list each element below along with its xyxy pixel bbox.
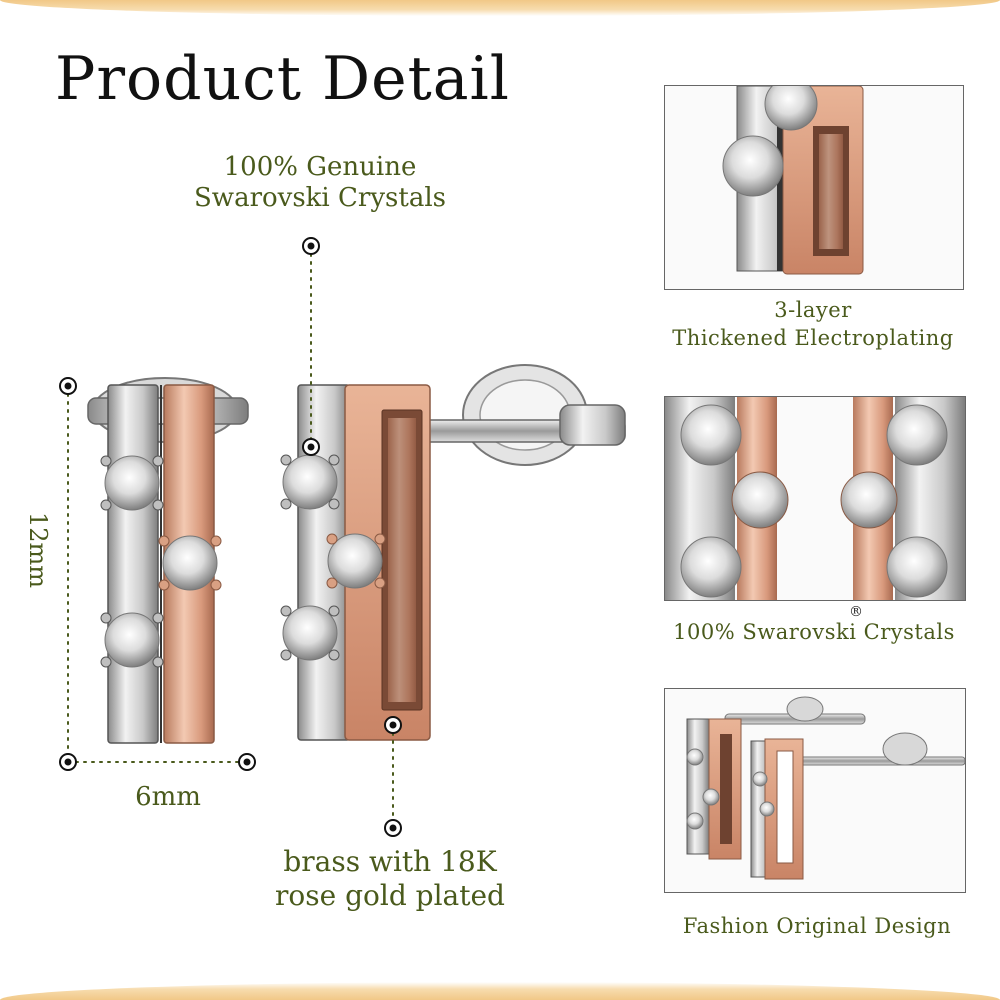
material-callout-line-2: rose gold plated [275,878,505,912]
design-closeup-panel [664,688,966,893]
electroplating-caption: 3-layer Thickened Electroplating [664,296,962,353]
design-closeup-image [686,696,965,880]
electroplating-caption-line-1: 3-layer [774,298,852,322]
design-caption: Fashion Original Design [664,912,970,940]
side-view-earring [280,364,626,741]
crystals-closeup-image [665,397,965,600]
electroplating-closeup-image [722,86,864,275]
material-callout-line-1: brass with 18K [283,845,497,878]
bottom-decorative-band [0,982,1000,1000]
height-dimension-label: 12mm [24,511,52,589]
material-callout: brass with 18K rose gold plated [255,845,525,912]
crystals-callout-line-2: Swarovski Crystals [194,183,446,214]
crystals-callout: 100% Genuine Swarovski Crystals [185,152,455,214]
design-caption-line-1: Fashion Original Design [682,914,952,938]
registered-mark: ® [849,604,863,620]
crystals-caption: 100% Swarovski Crystals [664,618,964,646]
crystals-callout-line-1: 100% Genuine [223,152,417,182]
width-dimension-label: 6mm [135,782,201,812]
crystals-caption-line-1: 100% Swarovski Crystals [673,620,955,644]
page-title: Product Detail [55,44,510,114]
crystals-closeup-panel [664,396,966,601]
top-decorative-band [0,0,1000,16]
electroplating-caption-line-2: Thickened Electroplating [672,326,954,351]
callout-lines [67,245,394,829]
front-view-earring [87,377,249,744]
electroplating-closeup-panel [664,85,964,290]
